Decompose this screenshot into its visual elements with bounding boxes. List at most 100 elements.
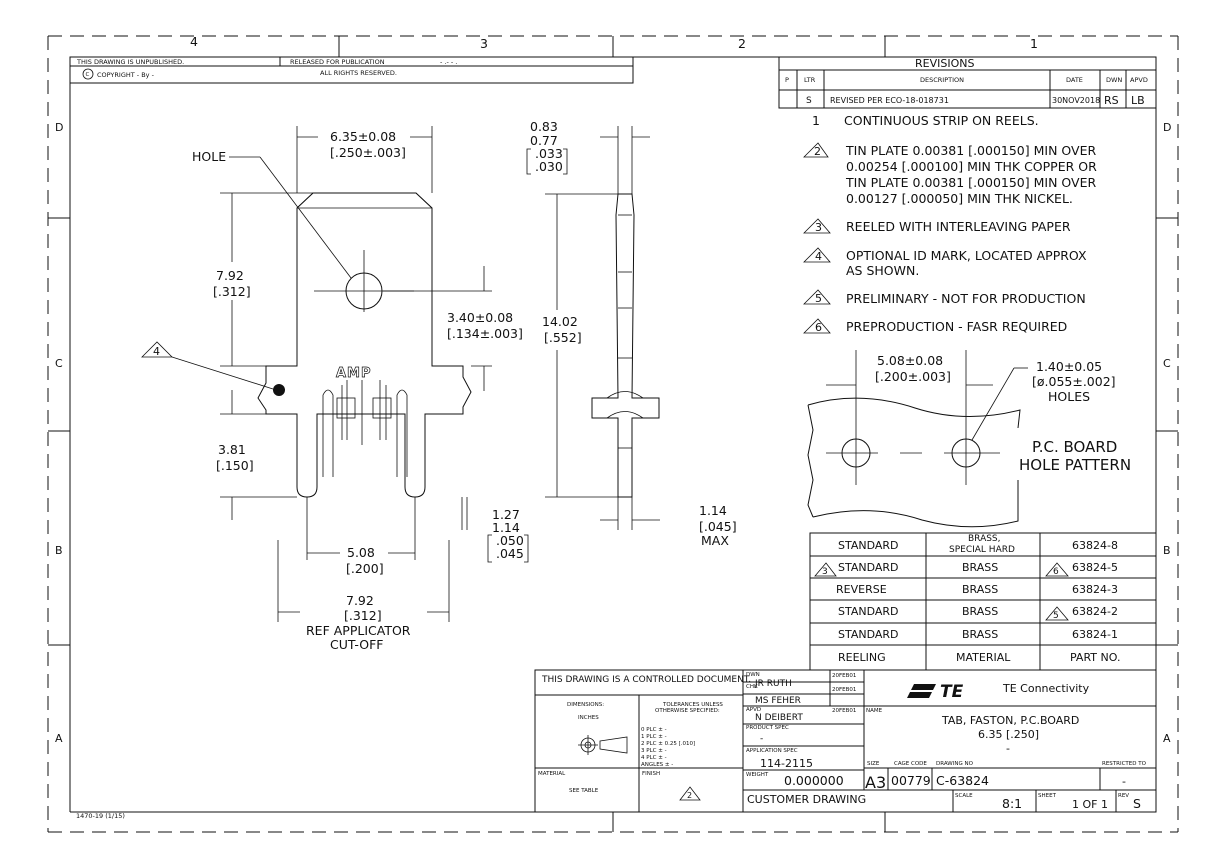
dim-381: 3.81 xyxy=(218,442,246,457)
row2-style: STANDARD xyxy=(838,561,899,574)
rev-col-date: DATE xyxy=(1066,76,1083,84)
drawing-no-label: DRAWING NO xyxy=(936,761,974,767)
te-logo-icon: TE xyxy=(907,682,964,702)
material-value: SEE TABLE xyxy=(569,788,599,794)
row5-material: BRASS xyxy=(962,628,998,641)
rev-dwn: RS xyxy=(1104,94,1119,107)
tolerances-1: TOLERANCES UNLESS xyxy=(662,702,723,708)
tab-outline xyxy=(257,192,472,498)
svg-text:5: 5 xyxy=(815,292,822,305)
rights-text: ALL RIGHTS RESERVED. xyxy=(320,69,397,77)
svg-text:3 PLC ± -: 3 PLC ± - xyxy=(641,748,667,754)
rev-value: S xyxy=(1133,796,1141,811)
note-2-line1: TIN PLATE 0.00381 [.000150] MIN OVER xyxy=(845,143,1096,158)
note-4-line1: OPTIONAL ID MARK, LOCATED APPROX xyxy=(846,248,1087,263)
rev-label: REV xyxy=(1118,793,1129,799)
weight-value: 0.000000 xyxy=(784,773,844,788)
dim-width-in: [.250±.003] xyxy=(330,145,406,160)
side-t1: 0.83 xyxy=(530,119,558,134)
row5-part: 63824-1 xyxy=(1072,628,1118,641)
restricted-value: - xyxy=(1122,775,1126,788)
note-4-flag xyxy=(803,247,831,263)
svg-text:2 PLC ± 0.25 [.010]: 2 PLC ± 0.25 [.010] xyxy=(641,741,695,747)
part-table: STANDARD BRASS, SPECIAL HARD 63824-8 3 S… xyxy=(809,532,1157,671)
pcb-title2: HOLE PATTERN xyxy=(1019,456,1131,474)
cage-label: CAGE CODE xyxy=(894,761,927,767)
dim-width: 6.35±0.08 xyxy=(330,129,396,144)
name-label: NAME xyxy=(866,708,883,714)
row2-part: 63824-5 xyxy=(1072,561,1118,574)
svg-text:6: 6 xyxy=(1053,567,1059,577)
svg-text:4: 4 xyxy=(153,345,160,358)
chk-date: 20FEB01 xyxy=(832,687,856,693)
dim-508: 5.08 xyxy=(347,545,375,560)
side-t3: .033 xyxy=(535,146,563,161)
svg-text:5: 5 xyxy=(1053,611,1059,621)
pcb-outline xyxy=(807,397,1021,528)
side-view: 0.83 0.77 .033 .030 14.02 [.552] 1.14 [.… xyxy=(461,119,737,563)
row3-part: 63824-3 xyxy=(1072,583,1118,596)
row2-material: BRASS xyxy=(962,561,998,574)
note-1-num: 1 xyxy=(812,113,820,128)
hole-label: HOLE xyxy=(192,149,226,164)
sheet-value: 1 OF 1 xyxy=(1072,798,1108,811)
note-5-text: PRELIMINARY - NOT FOR PRODUCTION xyxy=(846,291,1086,306)
head-style: REELING xyxy=(838,651,886,664)
front-note-4-flag xyxy=(141,341,173,358)
zone-2: 2 xyxy=(738,36,746,51)
finish-flag xyxy=(679,786,701,801)
side-b2: 1.14 xyxy=(492,520,520,535)
rev-apvd: LB xyxy=(1131,94,1145,107)
note-2-line3: TIN PLATE 0.00381 [.000150] MIN OVER xyxy=(845,175,1096,190)
revisions-title: REVISIONS xyxy=(915,57,974,70)
slot-right xyxy=(396,389,408,477)
svg-text:TE: TE xyxy=(940,682,964,702)
note-2-line4: 0.00127 [.000050] MIN THK NICKEL. xyxy=(846,191,1073,206)
dim-508-in: [.200] xyxy=(346,561,384,576)
application-spec-value: 114-2115 xyxy=(760,757,813,770)
projection-symbol-icon xyxy=(578,735,628,755)
pcb-hole-pattern: 5.08±0.08 [.200±.003] 1.40±0.05 [ø.055±.… xyxy=(807,350,1131,528)
row4-material: BRASS xyxy=(962,605,998,618)
side-h1: 14.02 xyxy=(542,314,578,329)
title-block: THIS DRAWING IS A CONTROLLED DOCUMENT. D… xyxy=(534,669,1157,813)
note-6-flag xyxy=(803,318,831,334)
drawing-no-value: C-63824 xyxy=(936,773,989,788)
zone-c-left: C xyxy=(55,357,63,370)
svg-text:4: 4 xyxy=(815,250,822,263)
pcb-holes: HOLES xyxy=(1048,389,1090,404)
rev-col-dwn: DWN xyxy=(1106,76,1122,84)
side-m1: 1.14 xyxy=(699,503,727,518)
finish-label: FINISH xyxy=(642,771,660,777)
zone-labels: 4 3 2 1 D C B A D C B A xyxy=(55,34,1171,745)
row1-material: BRASS, xyxy=(968,534,1001,544)
svg-text:3: 3 xyxy=(822,567,828,577)
side-b4: .045 xyxy=(496,546,524,561)
zone-d-left: D xyxy=(55,121,63,134)
row4-part: 63824-2 xyxy=(1072,605,1118,618)
cage-value: 00779 xyxy=(891,773,931,788)
units-label: INCHES xyxy=(578,715,599,721)
product-spec-value: - xyxy=(760,734,763,744)
row5-style: STANDARD xyxy=(838,628,899,641)
revisions-block: REVISIONS P LTR DESCRIPTION DATE DWN APV… xyxy=(778,56,1157,109)
svg-text:3: 3 xyxy=(815,221,822,234)
apvd-name: N DEIBERT xyxy=(755,713,803,723)
dim-ref: 7.92 xyxy=(346,593,374,608)
title-line2: 6.35 [.250] xyxy=(978,728,1039,741)
dwn-date: 20FEB01 xyxy=(832,673,856,679)
row3-style: REVERSE xyxy=(836,583,887,596)
note-2-line2: 0.00254 [.000100] MIN THK COPPER OR xyxy=(846,159,1097,174)
released-text: RELEASED FOR PUBLICATION xyxy=(290,58,385,66)
title-line3: - xyxy=(1006,742,1010,755)
dim-340: 3.40±0.08 xyxy=(447,310,513,325)
row3-material: BRASS xyxy=(962,583,998,596)
rev-date: 30NOV2018 xyxy=(1052,96,1100,105)
side-t4: .030 xyxy=(535,159,563,174)
slot-left xyxy=(322,389,334,477)
rev-desc: REVISED PER ECO-18-018731 xyxy=(830,96,949,105)
dim-381-in: [.150] xyxy=(216,458,254,473)
note-5-flag xyxy=(803,289,831,305)
sheet-label: SHEET xyxy=(1038,793,1057,799)
